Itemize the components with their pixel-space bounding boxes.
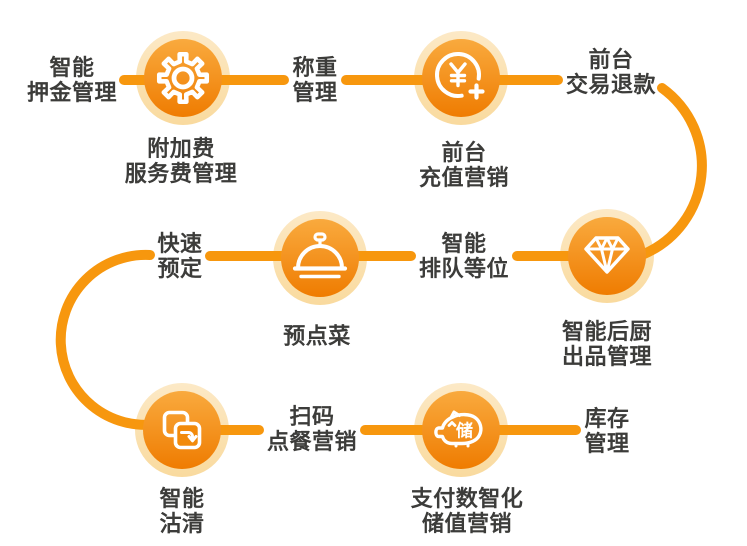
yen-recharge-icon	[435, 52, 485, 100]
label-scan-order: 扫码 点餐营销	[266, 404, 358, 454]
label-fast-booking: 快速 预定	[157, 231, 203, 281]
label-inventory: 库存 管理	[584, 406, 630, 456]
diamond-icon	[584, 236, 630, 274]
caption-smart-kitchen: 智能后厨 出品管理	[561, 319, 653, 369]
caption-surcharge-fee: 附加费 服务费管理	[124, 136, 238, 186]
icon-circle	[144, 39, 222, 117]
curve-right	[639, 83, 707, 259]
copy-arrow-icon	[162, 410, 202, 450]
caption-preorder: 预点菜	[283, 323, 351, 349]
label-smart-deposit: 智能 押金管理	[26, 55, 118, 105]
icon-circle	[422, 39, 500, 117]
icon-circle	[281, 219, 359, 297]
caption-payment-stored: 支付数智化 储值营销	[410, 486, 524, 536]
icon-circle	[568, 217, 646, 295]
cloche-icon	[292, 232, 348, 279]
piggy-bank-icon: 储	[434, 410, 483, 448]
curve-left	[55, 249, 163, 430]
label-front-refund: 前台 交易退款	[565, 47, 657, 97]
piggy-char: 储	[456, 421, 473, 441]
caption-front-recharge: 前台 充值营销	[418, 140, 510, 190]
icon-circle	[422, 391, 500, 469]
label-smart-queue: 智能 排队等位	[418, 231, 510, 281]
label-weighing: 称重 管理	[292, 55, 338, 105]
caption-smart-soldout: 智能 沽清	[159, 486, 205, 536]
gear-icon	[156, 51, 210, 105]
